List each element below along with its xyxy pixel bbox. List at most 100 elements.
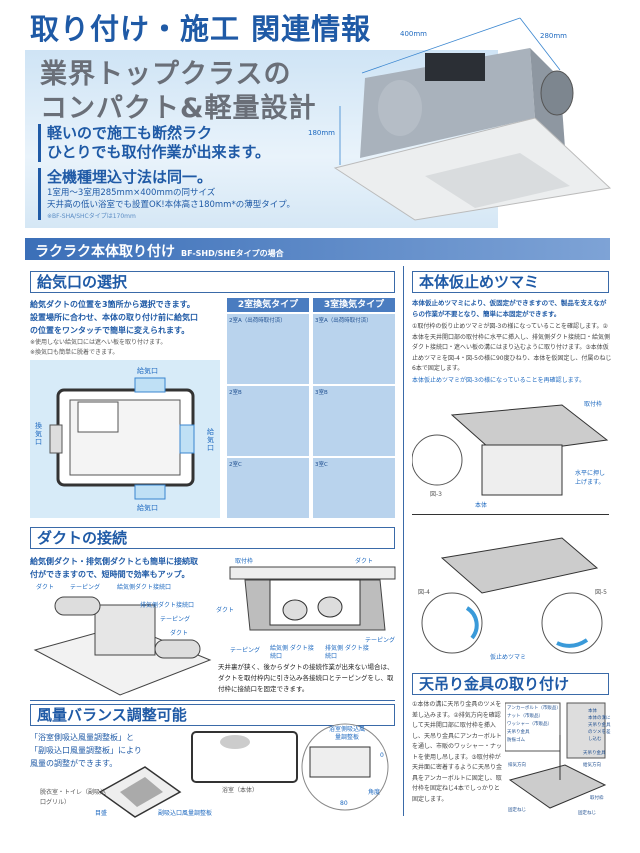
label-grille: 脱衣室・トイレ（副吸込口グリル） [40, 789, 107, 806]
cell-label: 2室B [229, 390, 242, 396]
lead-3: 風量の調整ができます。 [30, 759, 118, 768]
lead-3: の位置をワンタッチで簡単に変えられます。 [30, 326, 190, 335]
lead-1: 給気側ダクト・排気側ダクトとも簡単に接続取 [30, 557, 198, 566]
spec-2: 天井高の低い浴室でも設置OK!本体高さ180mm*の薄型タイプ。 [47, 200, 295, 210]
lead-1: 「浴室側吸込風量調整板」と [30, 733, 134, 742]
type-cell: 3室B [313, 386, 395, 456]
duct-lead: 給気側ダクト・排気側ダクトとも簡単に接続取付ができますので、短時間で効率もアップ… [30, 555, 198, 581]
spec-note: ※BF-SHA/SHCタイプは170mm [47, 213, 136, 220]
type-cell: 3室C [313, 458, 395, 518]
cell-label: 2室A（出荷時取付済） [229, 318, 286, 324]
type-cell: 2室A（出荷時取付済） [227, 314, 309, 384]
hero-headline: 業界トップクラスのコンパクト&軽量設計 [40, 58, 317, 126]
banner-subtitle: BF-SHD/SHEタイプの場合 [181, 249, 284, 258]
dim-depth: 280mm [540, 32, 567, 40]
knob-lead: 本体仮止めツマミにより、仮固定ができますので、製品を支えながらの作業が不要となり… [412, 299, 607, 318]
type2-header: 2室換気タイプ [227, 298, 309, 312]
duct-label: 排気側ダクト接続口 [140, 602, 195, 609]
supply-notes: ※使用しない給気口には遮へい板を取り付けます。 ※換気口も簡単に脱着できます。 [30, 338, 166, 358]
label-body: 浴室（本体） [222, 787, 259, 794]
sub-1: 軽いので施工も断然ラク [47, 124, 213, 142]
label-bath-plate: 浴室側吸込風量調整板 [328, 726, 365, 741]
duct-label: 給気側 ダクト接続口 [270, 645, 314, 660]
hanger-label: 給気方向 [583, 763, 601, 768]
duct-diagram-right [229, 566, 396, 631]
type-cell: 2室B [227, 386, 309, 456]
duct-label: テーピング [160, 616, 191, 623]
hanger-labels-right: 本体本体の溝に天吊り金具のツメを差し込む [588, 708, 612, 743]
supply-diagram [30, 360, 220, 518]
fig4-label: 図-4 [418, 589, 430, 596]
sub-2: ひとりでも取付作業が出来ます。 [47, 143, 271, 161]
divider [412, 514, 609, 515]
hanger-labels-left: アンカーボルト（市販品）ナット（市販品）ワッシャー（市販品）天吊り金具防振ゴム [507, 705, 561, 745]
grille-image [98, 766, 182, 818]
duct-label: 取付枠 [235, 558, 254, 565]
hanger-label: アンカーボルト（市販品） [507, 706, 561, 711]
hanger-label: 本体 [588, 709, 597, 714]
duct-diagram-left [33, 596, 212, 696]
duct-label: ダクト [355, 558, 374, 565]
fig45-image [421, 537, 603, 654]
knob-heading: 本体仮止めツマミ [412, 271, 609, 293]
label-supply-bottom: 給気口 [137, 504, 158, 512]
hanger-heading: 天吊り金具の取り付け [412, 673, 609, 695]
duct-label: ダクト [216, 607, 235, 614]
label-frame: 取付枠 [584, 401, 603, 408]
bath-body-image [191, 731, 298, 783]
hanger-label: 天吊り金具 [507, 730, 530, 735]
lead-1: 給気ダクトの位置を3箇所から選択できます。 [30, 300, 195, 309]
duct-label: テーピング [70, 584, 101, 591]
label-supply-right: 給気口 [207, 428, 214, 452]
cell-label: 2室C [229, 462, 242, 468]
spec-heading: 全機種埋込寸法は同一。 [47, 168, 213, 186]
duct-label: 給気側ダクト接続口 [117, 584, 172, 591]
lead-2: 「副吸込口風量調整板」により [30, 746, 142, 755]
note-1: ※使用しない給気口には遮へい板を取り付けます。 [30, 339, 167, 346]
hanger-label: 取付枠 [590, 796, 604, 801]
label-angle: 角度 [368, 789, 381, 796]
airflow-heading: 風量バランス調整可能 [30, 704, 395, 726]
headline-2: コンパクト&軽量設計 [40, 93, 317, 124]
label-knob: 仮止めツマミ [490, 654, 527, 661]
duct-label: テーピング [365, 637, 396, 644]
hanger-label: 固定ねじ [508, 808, 526, 813]
label-exhaust: 換気口 [35, 422, 42, 446]
label-plate: 副吸込口風量調整板 [158, 810, 213, 817]
label-80: 80 [340, 800, 348, 807]
note-2: ※換気口も簡単に脱着できます。 [30, 349, 119, 356]
banner-title: ラクラク本体取り付け [35, 244, 175, 260]
lead-2: 設置場所に合わせ、本体の取り付け前に給気口 [30, 313, 198, 322]
hanger-label: 排気方向 [508, 763, 526, 768]
supply-heading: 給気口の選択 [30, 271, 395, 293]
dim-height: 180mm [308, 129, 335, 137]
hanger-body: ①本体の溝に天吊り金具のツメを差し込みます。②排気方向を確認して天井開口部に取付… [412, 701, 503, 803]
hanger-label: 天吊り金具 [583, 751, 606, 756]
duct-label: 排気側 ダクト接続口 [325, 645, 369, 660]
supply-lead: 給気ダクトの位置を3箇所から選択できます。設置場所に合わせ、本体の取り付け前に給… [30, 298, 225, 337]
hero-spec: 全機種埋込寸法は同一。1室用〜3室用285mm×400mmの同サイズ天井高の低い… [38, 168, 295, 220]
plate-detail-image [301, 723, 389, 811]
label-supply-top: 給気口 [137, 367, 158, 375]
cell-label: 3室B [315, 390, 328, 396]
knob-recheck: 本体仮止めツマミが図-3の様になっていることを再確認します。 [412, 377, 586, 384]
dim-width: 400mm [400, 30, 427, 38]
knob-body: ①取付枠の仮り止めツマミが図-3の様になっていることを確認します。②本体を天井開… [412, 323, 612, 372]
hanger-label: ワッシャー（市販品） [507, 722, 552, 727]
cell-label: 3室A（出荷時取付済） [315, 318, 372, 324]
label-push: 水平に押し上げます。 [575, 470, 606, 486]
divider [30, 700, 395, 701]
type-cell: 3室A（出荷時取付済） [313, 314, 395, 384]
hanger-label: 本体の溝に天吊り金具のツメを差し込む [588, 716, 611, 742]
label-scale: 目盛 [95, 810, 108, 817]
duct-note: 天井裏が狭く、後からダクトの接続作業が出来ない場合は、ダクトを取付枠内に引き込み… [218, 663, 394, 693]
type-cell: 2室C [227, 458, 309, 518]
lead-2: 付ができますので、短時間で効率もアップ。 [30, 570, 190, 579]
product-image [333, 17, 612, 221]
hanger-label: ナット（市販品） [507, 714, 543, 719]
airflow-lead: 「浴室側吸込風量調整板」と「副吸込口風量調整板」により風量の調整ができます。 [30, 731, 142, 770]
label-0: 0 [380, 752, 384, 759]
hanger-image [505, 702, 607, 809]
fig5-label: 図-5 [595, 589, 607, 596]
duct-heading: ダクトの接続 [30, 527, 395, 549]
